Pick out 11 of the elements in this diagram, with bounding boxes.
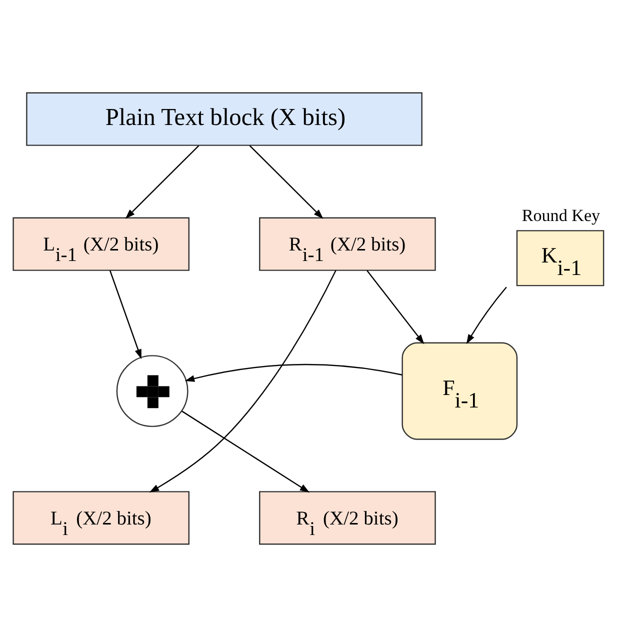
arrow [182,410,310,492]
arrow [366,270,424,344]
node-box: Plain Text block (X bits) [26,92,422,146]
arrow [149,270,336,492]
arrow [125,144,200,218]
arrow [184,364,402,382]
arrow [109,270,142,359]
arrow [249,144,324,218]
node-label: Round Key [522,206,600,225]
arrow [466,286,507,344]
node-circle [116,354,188,427]
